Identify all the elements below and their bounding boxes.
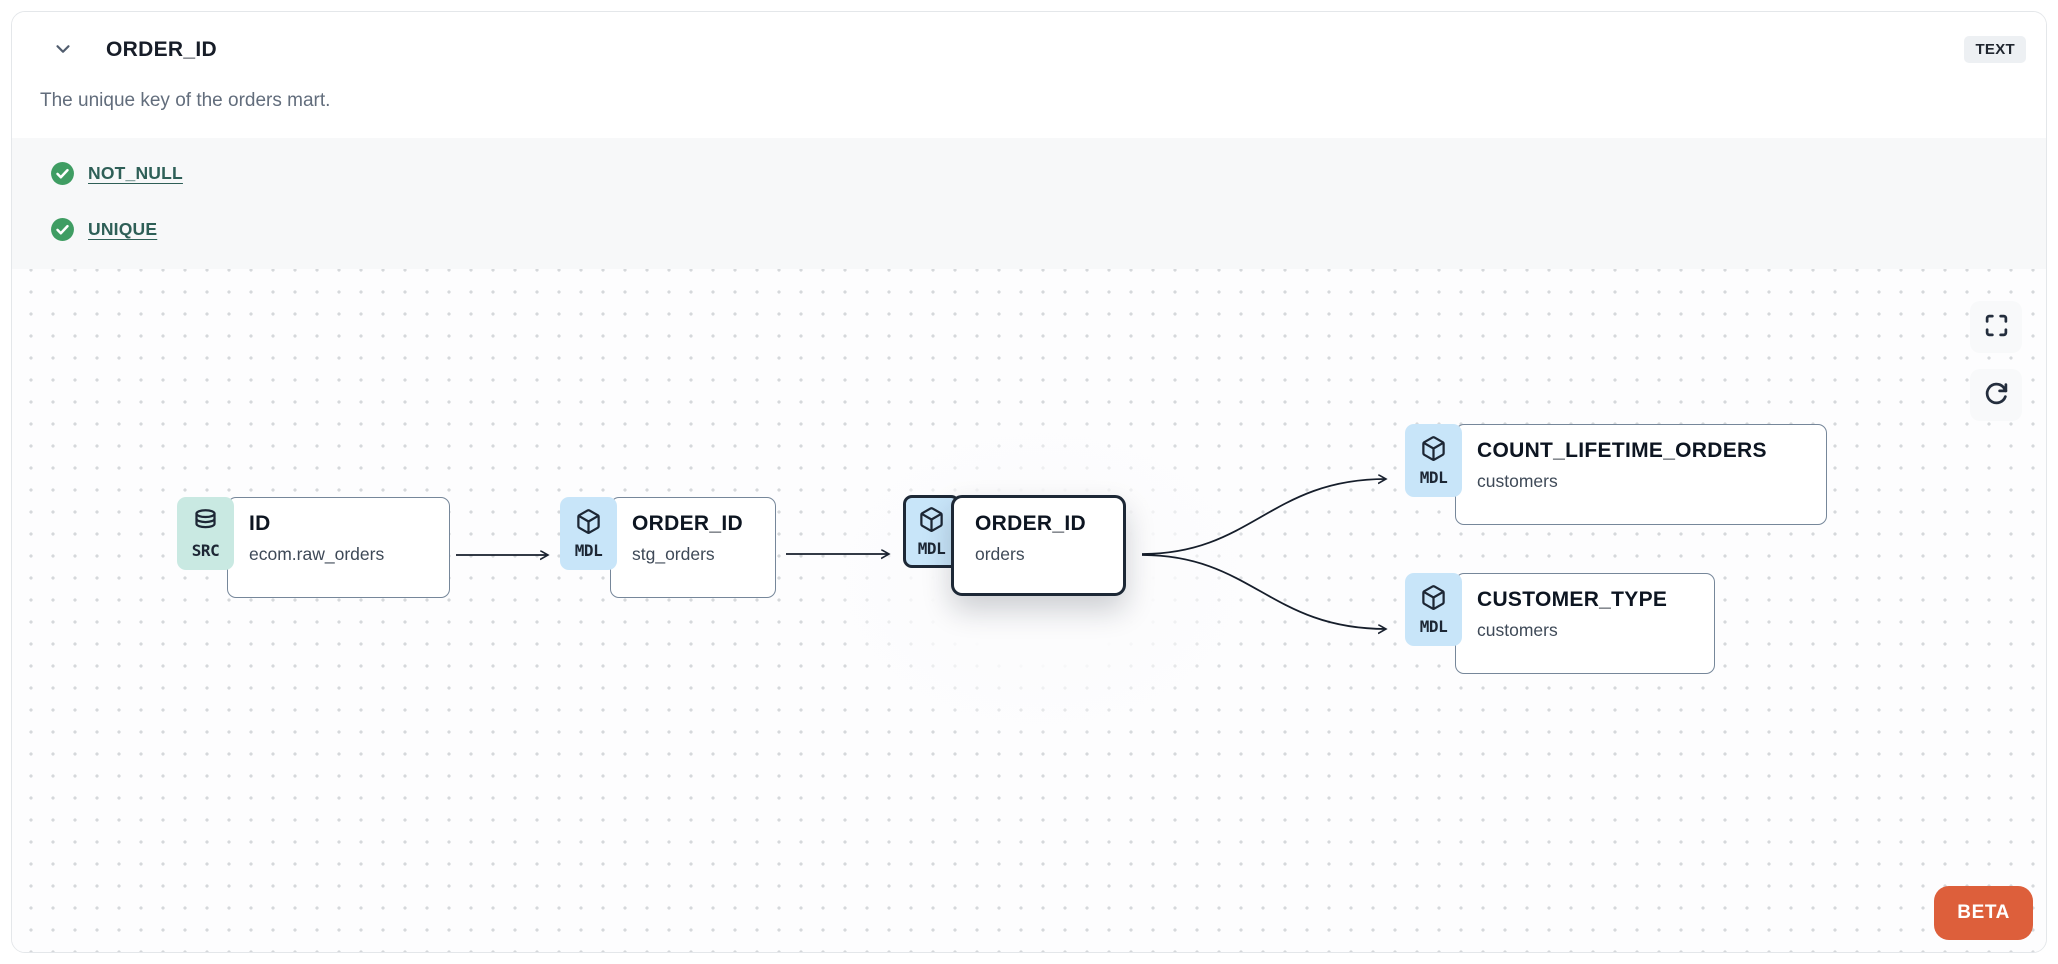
node-subtitle: customers (1477, 620, 1558, 640)
lineage-node-stg-orders[interactable]: MDL ORDER_ID stg_orders (560, 497, 776, 598)
chevron-down-icon (52, 38, 74, 63)
database-icon (192, 508, 219, 540)
lineage-node-orders-selected[interactable]: MDL ORDER_ID orders (903, 495, 1126, 596)
collapse-button[interactable] (48, 37, 78, 63)
column-type-badge: TEXT (1964, 36, 2026, 63)
canvas-controls (1970, 301, 2022, 421)
node-title: COUNT_LIFETIME_ORDERS (1477, 439, 1767, 462)
node-title: CUSTOMER_TYPE (1477, 588, 1668, 611)
test-pass-check-icon (50, 217, 75, 242)
cube-icon (1420, 435, 1447, 467)
node-subtitle: customers (1477, 471, 1558, 491)
tests-section: NOT_NULL UNIQUE (12, 138, 2046, 269)
node-type-badge: MDL (1405, 424, 1462, 497)
column-title: ORDER_ID (106, 38, 217, 61)
edge-orders-to-ctype (1141, 554, 1386, 629)
refresh-icon (1984, 381, 2009, 409)
node-title: ORDER_ID (975, 512, 1086, 535)
node-badge-label: MDL (1419, 467, 1448, 487)
column-detail-card: ORDER_ID TEXT The unique key of the orde… (11, 11, 2047, 953)
column-description: The unique key of the orders mart. (40, 90, 331, 111)
test-pass-check-icon (50, 161, 75, 186)
node-card: COUNT_LIFETIME_ORDERS customers (1455, 424, 1827, 525)
node-subtitle: ecom.raw_orders (249, 544, 385, 564)
node-title: ID (249, 512, 271, 535)
node-badge-label: MDL (917, 538, 946, 558)
test-link-unique[interactable]: UNIQUE (88, 219, 158, 239)
lineage-node-source-id[interactable]: SRC ID ecom.raw_orders (177, 497, 450, 598)
lineage-canvas[interactable]: SRC ID ecom.raw_orders MDL ORDER_ID stg_… (12, 269, 2046, 953)
cube-icon (1420, 584, 1447, 616)
node-card: CUSTOMER_TYPE customers (1455, 573, 1715, 674)
column-header: ORDER_ID TEXT The unique key of the orde… (12, 12, 2046, 138)
edge-orders-to-count (1141, 479, 1386, 555)
node-badge-label: MDL (574, 540, 603, 560)
node-badge-label: SRC (191, 540, 220, 560)
lineage-node-customer-type[interactable]: MDL CUSTOMER_TYPE customers (1405, 573, 1715, 674)
node-type-badge: SRC (177, 497, 234, 570)
node-card: ID ecom.raw_orders (227, 497, 450, 598)
node-subtitle: orders (975, 544, 1025, 564)
test-row: NOT_NULL (50, 161, 2018, 186)
node-card: ORDER_ID orders (951, 495, 1126, 596)
node-card: ORDER_ID stg_orders (610, 497, 776, 598)
fullscreen-icon (1984, 313, 2009, 341)
lineage-edges (456, 269, 2046, 953)
cube-icon (575, 508, 602, 540)
test-link-not-null[interactable]: NOT_NULL (88, 163, 183, 183)
cube-icon (918, 506, 945, 538)
node-type-badge: MDL (560, 497, 617, 570)
node-subtitle: stg_orders (632, 544, 715, 564)
test-row: UNIQUE (50, 217, 2018, 242)
beta-badge-button[interactable]: BETA (1934, 886, 2033, 940)
refresh-button[interactable] (1970, 369, 2022, 421)
node-type-badge: MDL (1405, 573, 1462, 646)
node-title: ORDER_ID (632, 512, 743, 535)
lineage-node-count-lifetime-orders[interactable]: MDL COUNT_LIFETIME_ORDERS customers (1405, 424, 1827, 525)
fullscreen-button[interactable] (1970, 301, 2022, 353)
node-badge-label: MDL (1419, 616, 1448, 636)
